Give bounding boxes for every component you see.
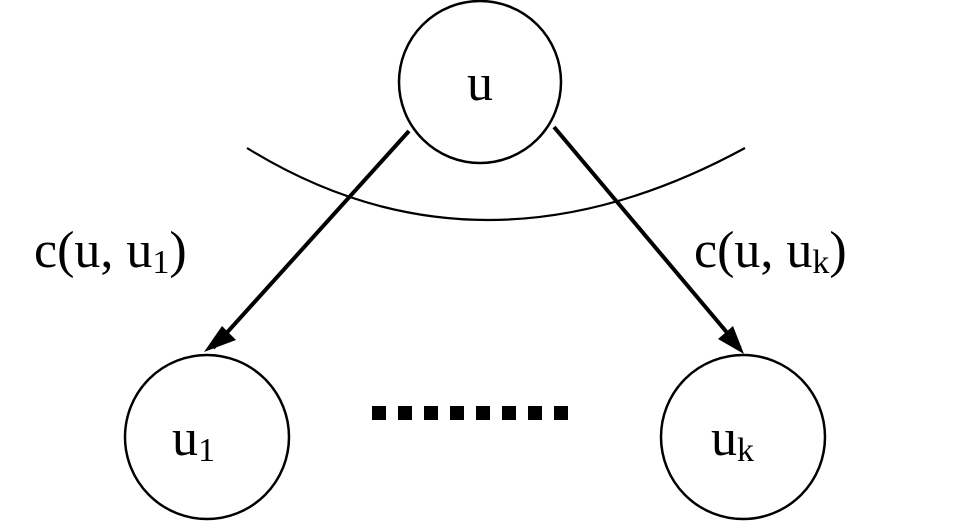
node-first-child: u1 [123, 353, 291, 521]
edge-left-line [211, 129, 411, 350]
edge-left-arrowhead [204, 326, 236, 352]
node-last-child-label: uk [711, 410, 754, 469]
ellipsis-dot [476, 406, 490, 420]
edge-left-label: c(u, u1) [34, 222, 187, 281]
edge-right-line [552, 125, 742, 350]
ellipsis-dot [424, 406, 438, 420]
node-root: u [397, 0, 563, 165]
node-first-child-label: u1 [172, 410, 215, 469]
ellipsis-dots [372, 406, 568, 420]
cut-curve [246, 147, 746, 222]
ellipsis-dot [398, 406, 412, 420]
ellipsis-dot [528, 406, 542, 420]
node-root-label: u [467, 55, 493, 112]
ellipsis-dot [502, 406, 516, 420]
ellipsis-dot [372, 406, 386, 420]
edge-right-arrowhead [718, 326, 744, 354]
node-first-child-circle [123, 353, 291, 521]
node-root-circle [397, 0, 563, 165]
ellipsis-dot [554, 406, 568, 420]
node-last-child-circle [659, 353, 827, 521]
edge-right-label: c(u, uk) [694, 222, 847, 281]
ellipsis-dot [450, 406, 464, 420]
node-last-child: uk [659, 353, 827, 521]
